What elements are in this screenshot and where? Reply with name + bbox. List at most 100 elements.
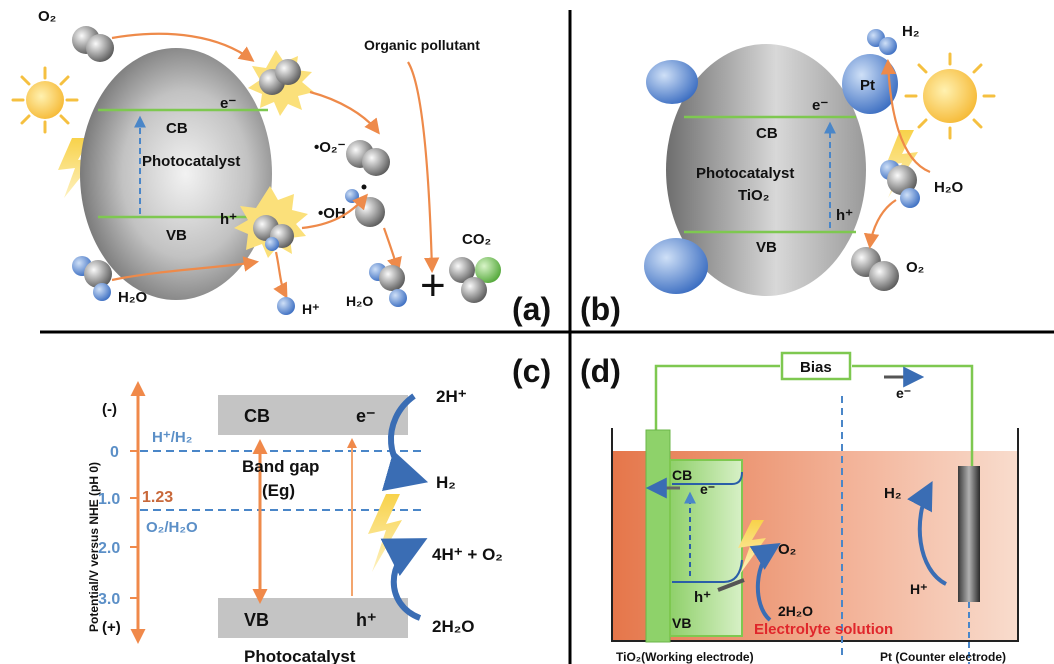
panel-d: (d) Bias e⁻ CB e⁻ h⁺ VB O₂ 2H₂O Electrol…: [580, 351, 1019, 664]
eg-label: (Eg): [262, 481, 295, 500]
o2-label: O₂: [38, 8, 56, 25]
two-h-plus-label: 2H⁺: [436, 387, 467, 406]
axis-label: Potential/V versus NHE (pH 0): [87, 462, 101, 632]
sun-icon-b: [904, 52, 996, 140]
four-h-o2-label: 4H⁺ + O₂: [432, 545, 503, 564]
sun-icon: [11, 66, 79, 134]
plus-sign: +: [420, 261, 446, 310]
h2o-right-label: H₂O: [346, 293, 373, 309]
o2-radical-label: •O₂⁻: [314, 139, 346, 156]
oxidation-arrow-d: [749, 542, 781, 622]
two-h2o-label-c: 2H₂O: [432, 617, 475, 636]
bias-label: Bias: [800, 359, 832, 376]
cb-label: CB: [166, 120, 188, 137]
panel-a-label: (a): [512, 291, 551, 327]
co2-molecule: [449, 257, 501, 303]
panel-a: CB Photocatalyst VB O₂ e⁻ h⁺ •O₂⁻ •OH Or…: [11, 8, 551, 327]
reduction-arrow: [381, 393, 429, 491]
o2-label-b: O₂: [906, 259, 924, 276]
panel-c: (c) Potential/V versus NHE (pH 0) (-) (+…: [87, 353, 551, 664]
h2-label-c: H₂: [436, 473, 456, 492]
two-h2o-label-d: 2H₂O: [778, 603, 813, 619]
e-minus-label: e⁻: [220, 95, 236, 112]
h-h2-label: H⁺/H₂: [152, 429, 192, 446]
beaker: [611, 428, 1019, 642]
h2-molecule: [867, 29, 897, 55]
cb-label-b: CB: [756, 125, 778, 142]
h2o-molecule-right: [369, 263, 407, 307]
o2-h2o-label: O₂/H₂O: [146, 519, 198, 536]
e-minus-label-b: e⁻: [812, 97, 828, 114]
h-plus-label: h⁺: [220, 211, 237, 228]
e-minus-label-d: e⁻: [700, 481, 715, 497]
o2-label-d: O₂: [778, 541, 796, 558]
tick-3: 3.0: [98, 591, 120, 608]
axis-minus: (-): [102, 401, 117, 418]
photocatalyst-label-b: Photocatalyst: [696, 165, 794, 182]
cb-label-d: CB: [672, 467, 692, 483]
panel-b-label: (b): [580, 291, 621, 327]
tick-2: 2.0: [98, 540, 120, 557]
counter-electrode: [958, 466, 980, 602]
axis-plus: (+): [102, 619, 121, 636]
tick-0: 0: [110, 444, 119, 461]
panel-c-label: (c): [512, 353, 551, 389]
h-plus-label-c: h⁺: [356, 610, 377, 630]
h2o-label-b: H₂O: [934, 179, 963, 196]
tio2-layer: [669, 459, 743, 637]
lightning-icon: [58, 138, 96, 198]
pt-cocatalyst: [646, 60, 698, 104]
co2-label: CO₂: [462, 231, 491, 248]
organic-pollutant-label: Organic pollutant: [364, 37, 480, 53]
h-ion-label-d: H⁺: [910, 581, 928, 597]
working-electrode: [645, 429, 671, 643]
band-gap-label: Band gap: [242, 457, 319, 476]
vb-bend: [672, 559, 743, 583]
pt-cocatalyst: [644, 238, 708, 294]
panel-d-label: (d): [580, 353, 621, 389]
oxidation-arrow: [380, 538, 428, 621]
h-ion: [277, 297, 295, 315]
h2o-molecule-b: [880, 160, 920, 208]
cb-label-c: CB: [244, 406, 270, 426]
panel-b: Pt e⁻ CB Photocatalyst TiO₂ h⁺ VB H₂: [580, 23, 996, 327]
electrolyte-label: Electrolyte solution: [754, 621, 893, 638]
bias-box: [780, 351, 852, 381]
h-ion-label: H⁺: [302, 301, 320, 317]
e-minus-label-c: e⁻: [356, 406, 376, 426]
tio2-label: TiO₂: [738, 187, 769, 204]
h2o-molecule-left: [72, 256, 112, 301]
vb-label-c: VB: [244, 610, 269, 630]
vb-band: [218, 598, 408, 638]
vb-label-b: VB: [756, 239, 777, 256]
hole-transfer-arrow: [717, 578, 745, 592]
circuit-wire: [654, 364, 974, 468]
h-plus-label-d: h⁺: [694, 589, 711, 606]
tick-1: 1.0: [98, 491, 120, 508]
cb-bend: [672, 471, 743, 485]
lightning-icon-c: [368, 494, 402, 572]
h-plus-label-b: h⁺: [836, 207, 853, 224]
o2-molecule-b: [851, 247, 899, 291]
working-electrode-label: TiO₂(Working electrode): [616, 650, 754, 664]
photocatalyst-particle: [80, 48, 272, 300]
reaction-arrows-b: [863, 58, 931, 250]
value-1-23: 1.23: [142, 489, 173, 506]
reaction-arrows: [111, 32, 440, 299]
o2-molecule: [72, 26, 114, 62]
axis-ticks: [130, 450, 138, 599]
pt-label: Pt: [860, 77, 875, 94]
vb-label: VB: [166, 227, 187, 244]
h2-label-d: H₂: [884, 485, 902, 502]
e-minus-wire-label: e⁻: [896, 385, 911, 401]
h2-label-b: H₂: [902, 23, 920, 40]
photocatalyst-label: Photocatalyst: [142, 153, 240, 170]
cb-band: [218, 395, 408, 435]
h2o-left-label: H₂O: [118, 289, 147, 306]
oh-radical-label: •OH: [318, 205, 346, 222]
lightning-icon-b: [886, 130, 918, 198]
photocatalyst-label-c: Photocatalyst: [244, 647, 356, 664]
reduction-arrow-d: [907, 481, 948, 586]
counter-electrode-label: Pt (Counter electrode): [880, 650, 1006, 664]
